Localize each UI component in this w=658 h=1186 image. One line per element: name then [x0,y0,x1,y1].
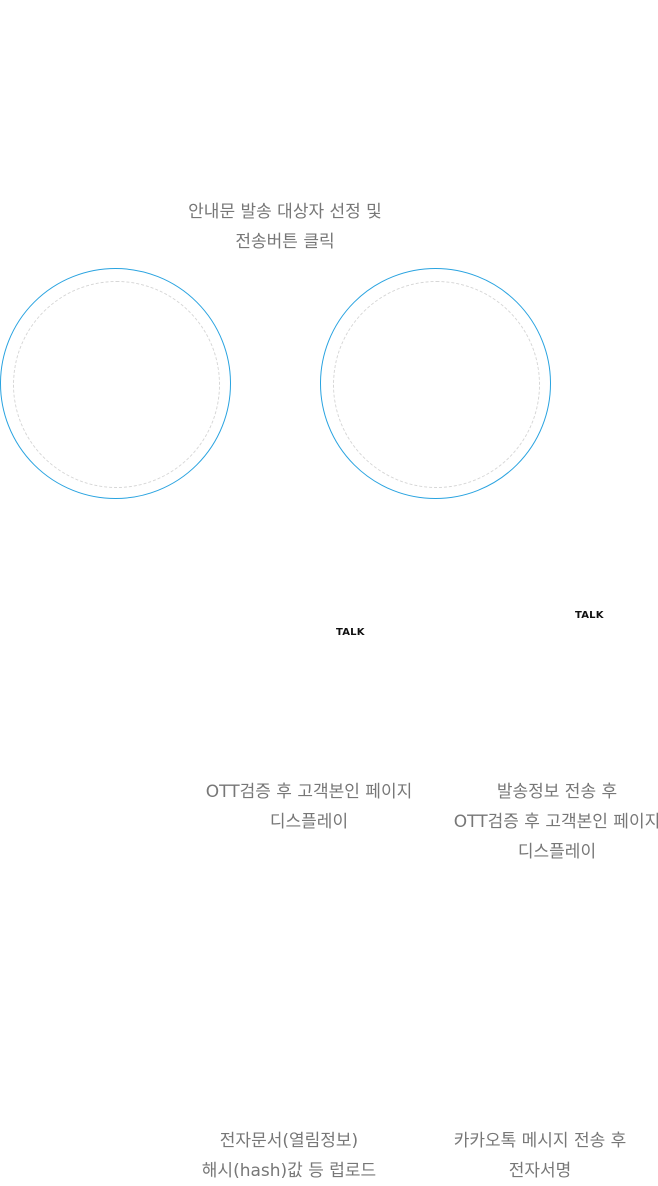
step-caption-ott-verify: OTT검증 후 고객본인 페이지 디스플레이 [178,777,440,837]
process-circle-left [0,268,231,499]
caption-line: 전송버튼 클릭 [235,232,335,252]
caption-line: 디스플레이 [517,842,597,862]
process-circle-left-inner [13,281,220,488]
process-circle-right [320,268,551,499]
step-caption-send-info: 발송정보 전송 후 OTT검증 후 고객본인 페이지 디스플레이 [446,777,658,867]
step-caption-select-recipients: 안내문 발송 대상자 선정 및 전송버튼 클릭 [150,197,420,257]
kakao-talk-label: TALK [575,610,604,621]
step-caption-document-upload: 전자문서(열림정보) 해시(hash)값 등 럽로드 [180,1126,398,1186]
caption-line: 전자문서(열림정보) [219,1131,359,1151]
process-circle-right-inner [333,281,540,488]
caption-line: 안내문 발송 대상자 선정 및 [188,202,382,222]
step-caption-kakao-sign: 카카오톡 메시지 전송 후 전자서명 [436,1126,644,1186]
caption-line: OTT검증 후 고객본인 페이지 [453,812,658,832]
caption-line: 전자서명 [508,1161,572,1181]
caption-line: 카카오톡 메시지 전송 후 [453,1131,627,1151]
caption-line: 발송정보 전송 후 [496,782,618,802]
caption-line: 해시(hash)값 등 럽로드 [201,1161,377,1181]
caption-line: 디스플레이 [269,812,349,832]
kakao-talk-label: TALK [336,627,365,638]
caption-line: OTT검증 후 고객본인 페이지 [205,782,413,802]
